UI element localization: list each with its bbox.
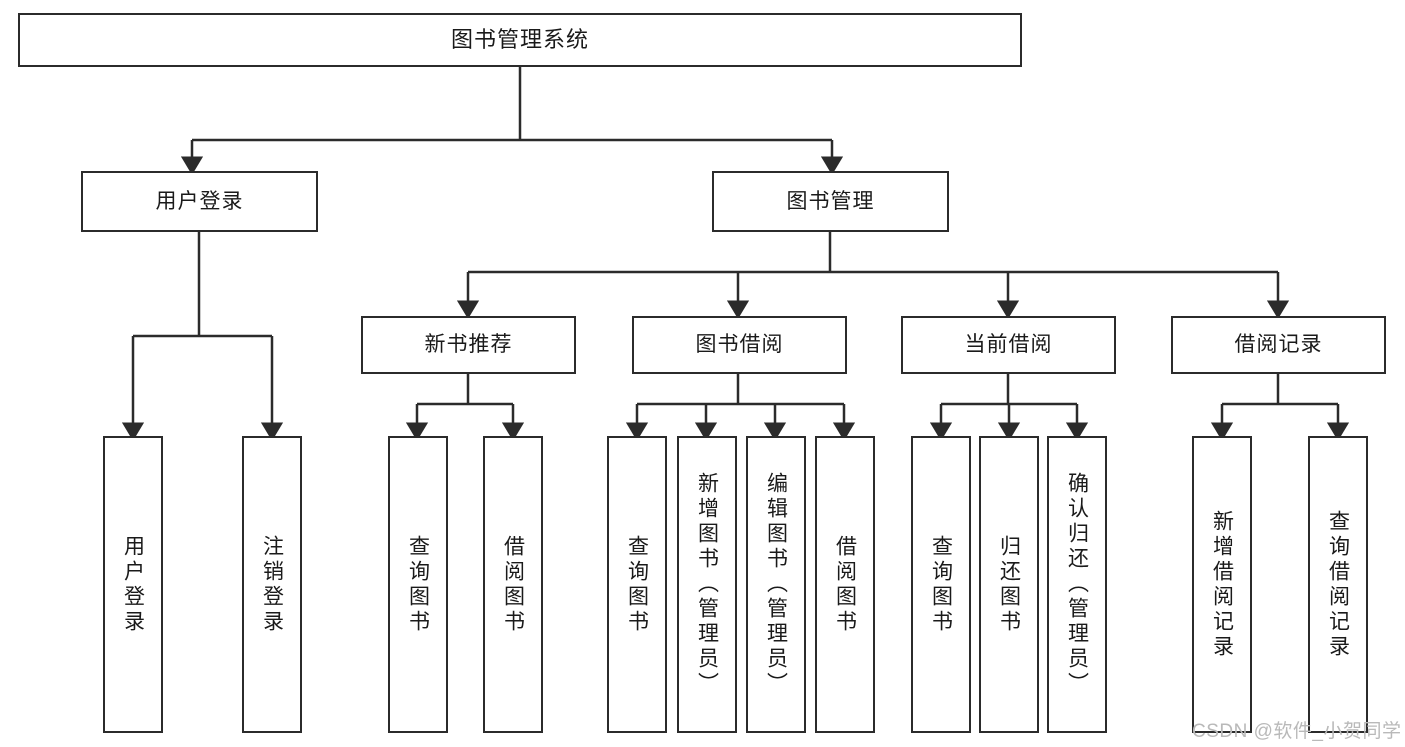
node-book-borrow-label: 图书借阅 bbox=[695, 333, 784, 357]
leaf-label: 新增借阅记录 bbox=[1210, 509, 1234, 660]
leaf-borrow-record-add[interactable]: 新增借阅记录 bbox=[1192, 436, 1252, 733]
watermark: CSDN @软件_小贺同学 bbox=[1192, 721, 1402, 742]
leaf-label: 查询图书 bbox=[406, 534, 430, 635]
leaf-current-borrow-confirm[interactable]: 确认归还（管理员） bbox=[1047, 436, 1107, 733]
leaf-user-login-signout[interactable]: 注销登录 bbox=[242, 436, 302, 733]
leaf-label: 确认归还（管理员） bbox=[1065, 472, 1089, 697]
node-user-login[interactable]: 用户登录 bbox=[81, 171, 318, 232]
leaf-label: 编辑图书（管理员） bbox=[764, 472, 788, 697]
leaf-current-borrow-return[interactable]: 归还图书 bbox=[979, 436, 1039, 733]
leaf-label: 借阅图书 bbox=[501, 534, 525, 635]
node-user-login-label: 用户登录 bbox=[155, 189, 244, 213]
leaf-label: 查询图书 bbox=[929, 534, 953, 635]
node-root[interactable]: 图书管理系统 bbox=[18, 13, 1022, 67]
node-root-label: 图书管理系统 bbox=[450, 26, 589, 52]
node-new-book-recommend-label: 新书推荐 bbox=[424, 333, 513, 357]
node-book-manage-label: 图书管理 bbox=[786, 189, 875, 213]
leaf-label: 用户登录 bbox=[121, 534, 145, 635]
node-new-book-recommend[interactable]: 新书推荐 bbox=[361, 316, 576, 374]
leaf-label: 注销登录 bbox=[260, 534, 284, 635]
leaf-label: 查询借阅记录 bbox=[1326, 509, 1350, 660]
leaf-new-book-borrow[interactable]: 借阅图书 bbox=[483, 436, 543, 733]
leaf-book-borrow-query[interactable]: 查询图书 bbox=[607, 436, 667, 733]
node-book-borrow[interactable]: 图书借阅 bbox=[632, 316, 847, 374]
leaf-label: 借阅图书 bbox=[833, 534, 857, 635]
leaf-current-borrow-query[interactable]: 查询图书 bbox=[911, 436, 971, 733]
leaf-book-borrow-add[interactable]: 新增图书（管理员） bbox=[677, 436, 737, 733]
leaf-label: 查询图书 bbox=[625, 534, 649, 635]
node-borrow-record[interactable]: 借阅记录 bbox=[1171, 316, 1386, 374]
node-current-borrow[interactable]: 当前借阅 bbox=[901, 316, 1116, 374]
leaf-new-book-query[interactable]: 查询图书 bbox=[388, 436, 448, 733]
node-book-manage[interactable]: 图书管理 bbox=[712, 171, 949, 232]
leaf-label: 新增图书（管理员） bbox=[695, 472, 719, 697]
leaf-book-borrow-lend[interactable]: 借阅图书 bbox=[815, 436, 875, 733]
leaf-book-borrow-edit[interactable]: 编辑图书（管理员） bbox=[746, 436, 806, 733]
node-current-borrow-label: 当前借阅 bbox=[964, 333, 1053, 357]
node-borrow-record-label: 借阅记录 bbox=[1234, 333, 1323, 357]
leaf-borrow-record-query[interactable]: 查询借阅记录 bbox=[1308, 436, 1368, 733]
leaf-label: 归还图书 bbox=[997, 534, 1021, 635]
leaf-user-login-signin[interactable]: 用户登录 bbox=[103, 436, 163, 733]
